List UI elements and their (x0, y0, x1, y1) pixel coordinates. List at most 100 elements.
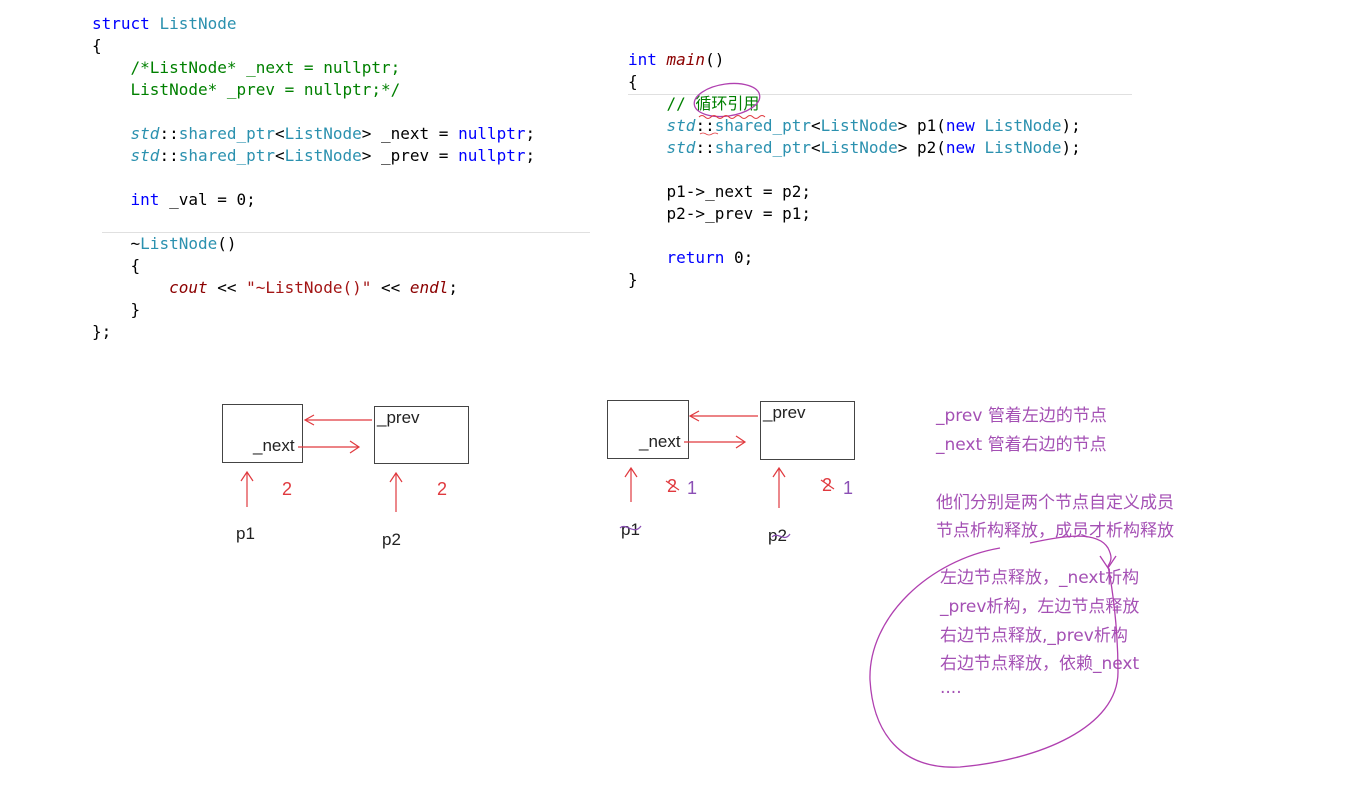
note-line-8: 右边节点释放，依赖_next (940, 654, 1140, 674)
code-token: :: (695, 138, 715, 157)
note-line-9: .... (940, 678, 962, 698)
code-token: { (92, 36, 102, 55)
right_code-line: int main() (628, 49, 1081, 71)
code-token: "~ListNode()" (246, 278, 372, 297)
code-token: p2->_prev = p1; (628, 204, 812, 223)
code-token: < (275, 124, 285, 143)
code-token: nullptr (458, 124, 526, 143)
listnode-struct-code: struct ListNode{ /*ListNode* _next = nul… (92, 13, 535, 343)
left_code-line: cout << "~ListNode()" << endl; (92, 277, 535, 299)
code-token: int (92, 190, 160, 209)
left_code-line: { (92, 255, 535, 277)
code-token: p1->_next = p2; (628, 182, 812, 201)
code-token: } (92, 300, 141, 319)
refcount-p2: 2 (437, 479, 448, 499)
note-line-6: _prev析构，左边节点释放 (940, 597, 1140, 617)
code-token: cout (92, 278, 208, 297)
right_code-line: std::shared_ptr<ListNode> p1(new ListNod… (628, 115, 1081, 137)
code-token: ListNode (284, 146, 362, 165)
refcount-p1-new: 1 (687, 478, 698, 498)
code-token: return (628, 248, 734, 267)
code-token: ListNode (820, 116, 898, 135)
code-token: ListNode (820, 138, 898, 157)
refcount-p1-old: 2 (667, 476, 678, 496)
code-token: _val = 0; (159, 190, 256, 209)
code-token: std (628, 116, 696, 135)
right_code-line: return 0; (628, 247, 1081, 269)
code-token: :: (159, 124, 179, 143)
code-token: /*ListNode* _next = nullptr; (92, 58, 401, 77)
ink-loop (869, 535, 1119, 768)
code-divider-left (102, 232, 590, 233)
p1-label-2: p1 (621, 520, 640, 539)
code-token: _next = (381, 124, 459, 143)
left_code-line: }; (92, 321, 535, 343)
code-token: shared_ptr (714, 116, 812, 135)
code-token: std (92, 124, 160, 143)
code-token: ~ (92, 234, 141, 253)
main-function-code: int main(){ // 循环引用 std::shared_ptr<List… (628, 49, 1081, 291)
refcount-p2-new: 1 (843, 478, 854, 498)
left_code-line: } (92, 299, 535, 321)
left_code-line: std::shared_ptr<ListNode> _next = nullpt… (92, 123, 536, 145)
refcount-p1: 2 (282, 479, 293, 499)
prev-member-label: _prev (377, 408, 420, 427)
code-token: > (361, 146, 381, 165)
code-token: endl (409, 278, 449, 297)
note-line-5: 左边节点释放，_next析构 (940, 568, 1140, 588)
note-line-7: 右边节点释放,_prev析构 (940, 626, 1128, 646)
left_code-line: { (92, 35, 535, 57)
code-token: < (811, 116, 821, 135)
node-box-left-1 (222, 404, 303, 463)
right_code-line: // 循环引用 (628, 93, 1081, 115)
code-token: :: (695, 116, 715, 135)
code-token: int (628, 50, 667, 69)
code-token: ListNode (284, 124, 362, 143)
code-token: ListNode (159, 14, 237, 33)
code-token: :: (159, 146, 179, 165)
note-line-1: _prev 管着左边的节点 (936, 406, 1107, 426)
code-token: ListNode (984, 138, 1062, 157)
code-token: ListNode (984, 116, 1062, 135)
left_code-line: struct ListNode (92, 13, 535, 35)
p2-label: p2 (382, 530, 401, 549)
left_code-line: std::shared_ptr<ListNode> _prev = nullpt… (92, 145, 536, 167)
p1-label: p1 (236, 524, 255, 543)
code-token: std (92, 146, 160, 165)
code-token: } (628, 270, 638, 289)
code-token: ); (1061, 116, 1081, 135)
code-token: shared_ptr (178, 146, 276, 165)
code-token: > p1( (897, 116, 946, 135)
code-token: ); (1061, 138, 1081, 157)
left_code-line: /*ListNode* _next = nullptr; (92, 57, 535, 79)
next-member-label-2: _next (639, 432, 681, 451)
code-token: main (666, 50, 706, 69)
code-token: }; (92, 322, 112, 341)
right_code-line: std::shared_ptr<ListNode> p2(new ListNod… (628, 137, 1081, 159)
code-divider-right (628, 94, 1132, 95)
code-token: { (92, 256, 141, 275)
code-token: < (275, 146, 285, 165)
code-token: _prev = (381, 146, 459, 165)
code-token: shared_ptr (714, 138, 812, 157)
code-token: () (217, 234, 237, 253)
code-token: ; (525, 146, 536, 165)
code-token: ; (525, 124, 536, 143)
left_code-line: int _val = 0; (92, 189, 535, 211)
code-token: << (207, 278, 247, 297)
code-token: > p2( (897, 138, 946, 157)
code-token: () (705, 50, 725, 69)
note-line-2: _next 管着右边的节点 (936, 435, 1107, 455)
left_code-line: ~ListNode() (92, 233, 535, 255)
code-token: struct (92, 14, 160, 33)
left_code-line: ListNode* _prev = nullptr;*/ (92, 79, 535, 101)
code-token: < (811, 138, 821, 157)
node-box-right-2 (760, 401, 855, 460)
code-token: ListNode (140, 234, 218, 253)
right_code-line: p2->_prev = p1; (628, 203, 1081, 225)
right_code-line: p1->_next = p2; (628, 181, 1081, 203)
code-token: ListNode* _prev = nullptr;*/ (92, 80, 401, 99)
right_code-line: { (628, 71, 1081, 93)
right_code-line: } (628, 269, 1081, 291)
